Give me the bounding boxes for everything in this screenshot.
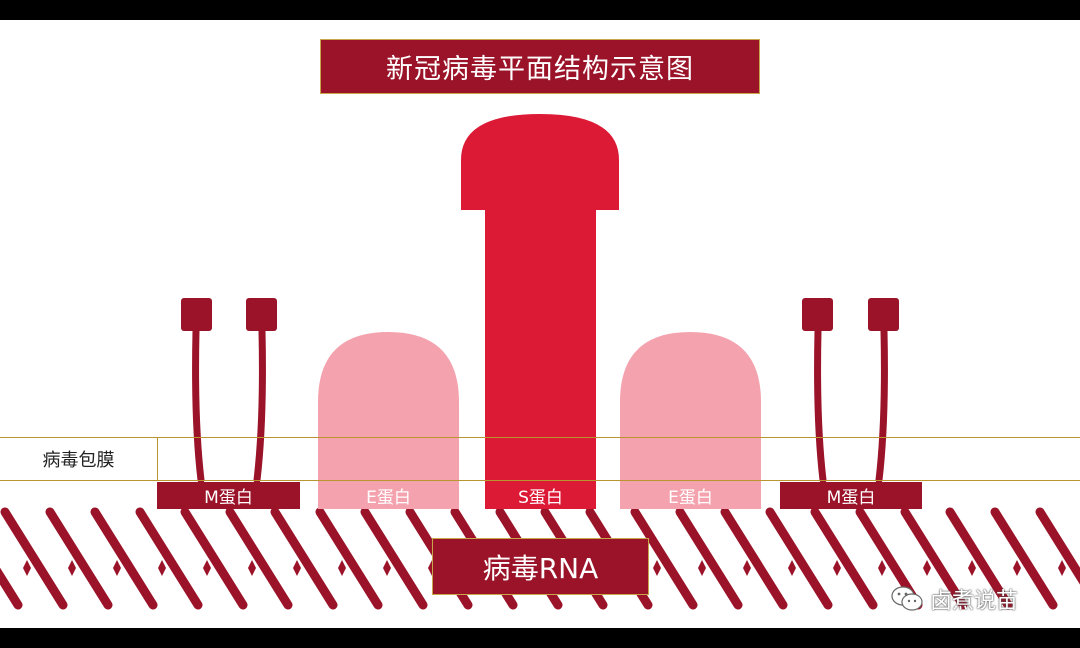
rna-base-marker: [743, 560, 751, 576]
m-protein-tail: [257, 331, 262, 480]
m-protein-label-left: M蛋白: [157, 482, 300, 509]
m-protein-right: [802, 298, 899, 480]
rna-label-box: 病毒RNA: [432, 538, 649, 595]
s-protein-head: [461, 114, 619, 210]
membrane-bottom-line: [0, 480, 1080, 481]
m-protein-head: [868, 298, 899, 331]
m-protein-left: [181, 298, 277, 480]
rna-base-marker: [968, 560, 976, 576]
rna-base-marker: [1013, 560, 1021, 576]
membrane-top-line: [0, 437, 1080, 438]
diagram-title: 新冠病毒平面结构示意图: [320, 39, 760, 94]
m-protein-head: [802, 298, 833, 331]
rna-base-marker: [23, 560, 31, 576]
m-protein-label-right: M蛋白: [780, 482, 922, 509]
e-protein-label-left: E蛋白: [318, 482, 459, 509]
rna-base-marker: [113, 560, 121, 576]
e-protein-right: [620, 332, 761, 482]
s-protein-stalk: [485, 208, 596, 482]
rna-base-marker: [158, 560, 166, 576]
m-protein-tail: [196, 331, 201, 480]
rna-base-marker: [878, 560, 886, 576]
rna-base-marker: [203, 560, 211, 576]
rna-base-marker: [698, 560, 706, 576]
rna-base-marker: [338, 560, 346, 576]
m-protein-head: [246, 298, 277, 331]
rna-base-marker: [248, 560, 256, 576]
rna-base-marker: [653, 560, 661, 576]
rna-base-marker: [68, 560, 76, 576]
watermark: 卤煮说苗: [890, 583, 1018, 615]
rna-base-marker: [293, 560, 301, 576]
e-protein-label-right: E蛋白: [620, 482, 761, 509]
rna-base-marker: [833, 560, 841, 576]
rna-base-marker: [923, 560, 931, 576]
rna-base-marker: [788, 560, 796, 576]
virus-structure-art: [0, 20, 1080, 628]
membrane-label: 病毒包膜: [0, 437, 158, 481]
m-protein-head: [181, 298, 212, 331]
slide: 病毒包膜 新冠病毒平面结构示意图 M蛋白 E蛋白 S蛋白 E蛋白 M蛋白 病毒R…: [0, 20, 1080, 628]
m-protein-tail: [879, 331, 884, 480]
watermark-text: 卤煮说苗: [930, 583, 1018, 615]
s-protein-label: S蛋白: [485, 482, 596, 509]
m-protein-tail: [818, 331, 823, 480]
rna-base-marker: [383, 560, 391, 576]
rna-base-marker: [1058, 560, 1066, 576]
s-protein: [461, 114, 619, 482]
wechat-icon: [890, 585, 924, 613]
e-protein-left: [318, 332, 459, 482]
